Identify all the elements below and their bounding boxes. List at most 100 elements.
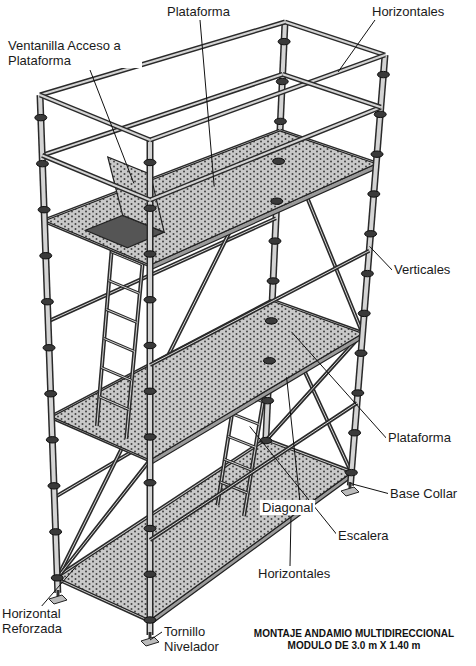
vertical-post: [147, 140, 154, 635]
diagonal-brace: [57, 460, 150, 578]
horizontal-rail-shade: [283, 74, 381, 107]
ladder-rung-shade: [101, 368, 131, 381]
rosette: [51, 575, 63, 581]
ladder-rung: [232, 414, 259, 425]
rosette: [345, 469, 357, 475]
rosette: [40, 253, 52, 259]
vertical-post: [40, 95, 58, 593]
scaffold: [35, 22, 390, 646]
rosette: [358, 310, 370, 316]
horizontal-rail: [150, 55, 385, 140]
part-label: Escalera: [336, 528, 391, 543]
rosette: [265, 318, 277, 324]
part-label: Plataforma: [165, 4, 232, 19]
part-label: Diagonal: [260, 500, 315, 515]
rosette: [377, 71, 389, 77]
leader-line: [287, 377, 300, 502]
rosette: [144, 159, 156, 165]
diagonal-brace-shade: [57, 460, 150, 578]
rosette: [144, 342, 156, 348]
platform-deck: [52, 301, 363, 460]
rosette: [355, 350, 367, 356]
horizontal-rail-shade: [150, 107, 381, 200]
ladder-rung: [224, 459, 251, 470]
leader-line: [40, 564, 78, 608]
rosette: [41, 299, 53, 305]
part-label: Ventanilla Acceso a Plataforma: [6, 38, 142, 68]
base-plate: [141, 637, 159, 646]
leader-line: [200, 20, 214, 187]
part-label: Horizontales: [256, 566, 332, 581]
rosette: [144, 480, 156, 486]
rosette: [144, 297, 156, 303]
platform-deck: [57, 441, 351, 620]
ladder-rail: [97, 223, 114, 426]
horizontal-rail: [40, 95, 150, 140]
ladder-rung: [106, 309, 136, 322]
rosette: [48, 483, 60, 489]
vertical-post-shade: [40, 95, 58, 593]
part-label: Base Collar: [388, 486, 459, 501]
part-label: Verticales: [392, 262, 452, 277]
ladder-rung-shade: [99, 397, 129, 410]
rosette: [271, 198, 283, 204]
rosette: [352, 390, 364, 396]
horizontal-rail-shade: [150, 403, 357, 540]
horizontal-rail: [283, 74, 381, 107]
rosette: [365, 231, 377, 237]
leader-line: [291, 332, 388, 440]
leader-lines: [40, 20, 394, 640]
leader-line: [150, 632, 162, 640]
rosette: [46, 437, 58, 443]
ladder-rung-shade: [106, 309, 136, 322]
rosette: [36, 160, 48, 166]
leader-line: [250, 426, 338, 536]
rosette: [262, 397, 274, 403]
rosette: [278, 38, 290, 44]
rosette: [361, 270, 373, 276]
rosette: [144, 571, 156, 577]
horizontal-rail-shade: [40, 95, 150, 140]
ladder-rail-shade: [97, 223, 114, 426]
horizontal-rail: [42, 155, 150, 200]
horizontal-rail: [150, 107, 381, 200]
ladder-rung-shade: [224, 459, 251, 470]
leader-line: [370, 246, 394, 272]
rosette: [144, 251, 156, 257]
rosette: [50, 529, 62, 535]
base-plate: [49, 595, 67, 604]
base-plate: [341, 487, 359, 496]
rosette: [276, 78, 288, 84]
rosette: [368, 191, 380, 197]
rosette: [273, 158, 285, 164]
leader-line: [90, 70, 134, 183]
horizontal-rail-shade: [42, 155, 150, 200]
part-label: Horizontales: [370, 4, 446, 19]
rosette: [144, 617, 156, 623]
horizontal-rail: [150, 251, 369, 365]
rosette: [38, 206, 50, 212]
rosette: [144, 205, 156, 211]
horizontal-rail-shade: [150, 55, 385, 140]
ladder-rung: [104, 338, 134, 351]
ladder-rung: [101, 368, 131, 381]
vertical-post-shade: [148, 140, 152, 635]
platform-deck: [45, 131, 377, 265]
leader-line: [338, 20, 375, 72]
part-label: Horizontal Reforzada: [0, 606, 84, 636]
rosette: [269, 238, 281, 244]
part-label: Tornillo Nivelador: [162, 624, 240, 654]
leader-line: [351, 483, 390, 494]
rosette: [45, 391, 57, 397]
rosette: [35, 114, 47, 120]
leader-line: [290, 517, 292, 566]
caption: MONTAJE ANDAMIO MULTIDIRECCIONAL MODULO …: [238, 628, 470, 652]
rosette: [144, 434, 156, 440]
ladder-rung: [99, 397, 129, 410]
rosette: [263, 358, 275, 364]
ladder-rung: [228, 436, 255, 447]
rosette: [144, 388, 156, 394]
